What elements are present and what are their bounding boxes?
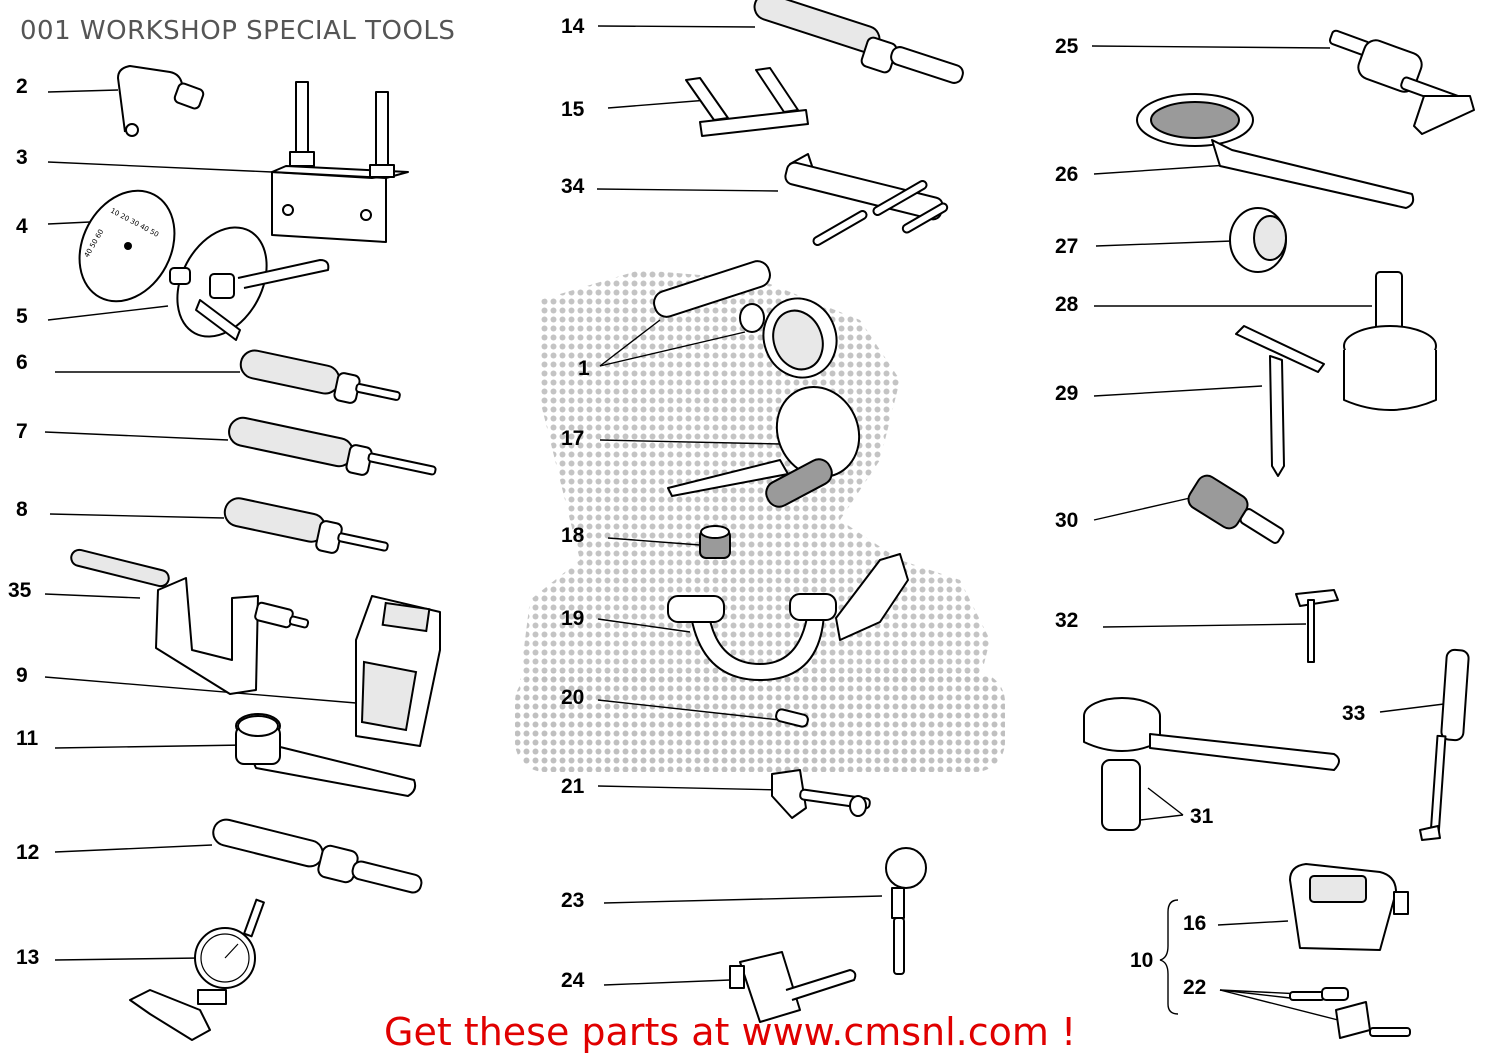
tool-6-drift <box>239 349 401 404</box>
footer-link-banner[interactable]: Get these parts at www.cmsnl.com ! <box>384 1010 1077 1054</box>
callout-29: 29 <box>1055 382 1079 405</box>
callout-16: 16 <box>1183 912 1207 935</box>
tool-14-drift <box>753 0 964 84</box>
tool-8-drift <box>223 497 389 554</box>
tool-21-bolt-tool <box>771 769 871 819</box>
tool-18-nut <box>699 525 731 559</box>
tool-33-rod <box>1419 648 1470 841</box>
callout-26: 26 <box>1055 163 1079 186</box>
tool-16-gauge-unit <box>1289 863 1409 951</box>
tool-15-bracket <box>685 67 809 137</box>
callout-13: 13 <box>16 946 40 969</box>
callout-6: 6 <box>16 351 28 374</box>
tool-4-degree-wheel: 10 20 30 40 50 40 50 60 <box>78 189 176 303</box>
callout-24: 24 <box>561 969 585 992</box>
callout-17: 17 <box>561 427 585 450</box>
tool-11-pin-wrench <box>235 713 417 797</box>
callout-31: 31 <box>1190 805 1214 828</box>
tool-1-ring-puller <box>653 260 838 379</box>
callout-4: 4 <box>16 215 28 238</box>
callout-18: 18 <box>561 524 585 547</box>
tool-23-bore-gauge <box>885 847 927 975</box>
callout-33: 33 <box>1342 702 1366 725</box>
tool-20-pin <box>775 708 809 728</box>
callout-12: 12 <box>16 841 40 864</box>
tool-12-drift <box>212 818 423 894</box>
tool-35-c-bracket <box>70 548 310 695</box>
tool-17-flywheel-holder <box>667 386 861 508</box>
callout-11: 11 <box>16 727 39 750</box>
callout-19: 19 <box>561 607 585 630</box>
tool-7-drift <box>228 416 437 476</box>
tool-26-ring-wrench <box>1136 93 1415 209</box>
callout-8: 8 <box>16 498 28 521</box>
callout-1: 1 <box>578 357 590 380</box>
callout-22: 22 <box>1183 976 1207 999</box>
tool-34-t-handle-tool <box>784 153 949 246</box>
callout-25: 25 <box>1055 35 1079 58</box>
callout-28: 28 <box>1055 293 1079 316</box>
watermark-logo <box>515 270 1005 772</box>
callout-34: 34 <box>561 175 585 198</box>
tool-3-plate-with-studs <box>271 81 409 243</box>
callout-14: 14 <box>561 15 585 38</box>
callout-5: 5 <box>16 305 28 328</box>
tool-32-bent-pin <box>1295 589 1339 663</box>
tool-24-puller-plate <box>729 951 857 1023</box>
callout-10: 10 <box>1130 949 1154 972</box>
tool-29-t-pin <box>1235 325 1325 477</box>
tool-2-hook <box>117 65 205 137</box>
tool-28-holder <box>1343 271 1437 411</box>
callout-21: 21 <box>561 775 585 798</box>
callout-30: 30 <box>1055 509 1079 532</box>
leader-lines <box>44 25 1445 1021</box>
callout-27: 27 <box>1055 235 1079 258</box>
callout-32: 32 <box>1055 609 1079 632</box>
tool-25-t-handle <box>1328 29 1475 135</box>
callout-15: 15 <box>561 98 585 121</box>
tool-30-knurled-plug <box>1187 474 1285 544</box>
callout-3: 3 <box>16 146 28 169</box>
tool-22-screw-set <box>1289 987 1411 1039</box>
tool-9-digital-tester <box>355 595 441 747</box>
callout-7: 7 <box>16 420 28 443</box>
callout-35: 35 <box>8 579 32 602</box>
page-title: 001 WORKSHOP SPECIAL TOOLS <box>20 16 456 46</box>
callout-9: 9 <box>16 664 28 687</box>
tool-19-c-clamp <box>667 553 909 681</box>
callout-23: 23 <box>561 889 585 912</box>
tool-31-ring-wrench <box>1083 697 1340 831</box>
tool-27-sleeve <box>1229 207 1287 273</box>
callout-20: 20 <box>561 686 585 709</box>
callout-2: 2 <box>16 75 28 98</box>
tool-5-dial-with-arm <box>169 226 330 341</box>
tool-13-dial-gauge <box>129 898 265 1041</box>
